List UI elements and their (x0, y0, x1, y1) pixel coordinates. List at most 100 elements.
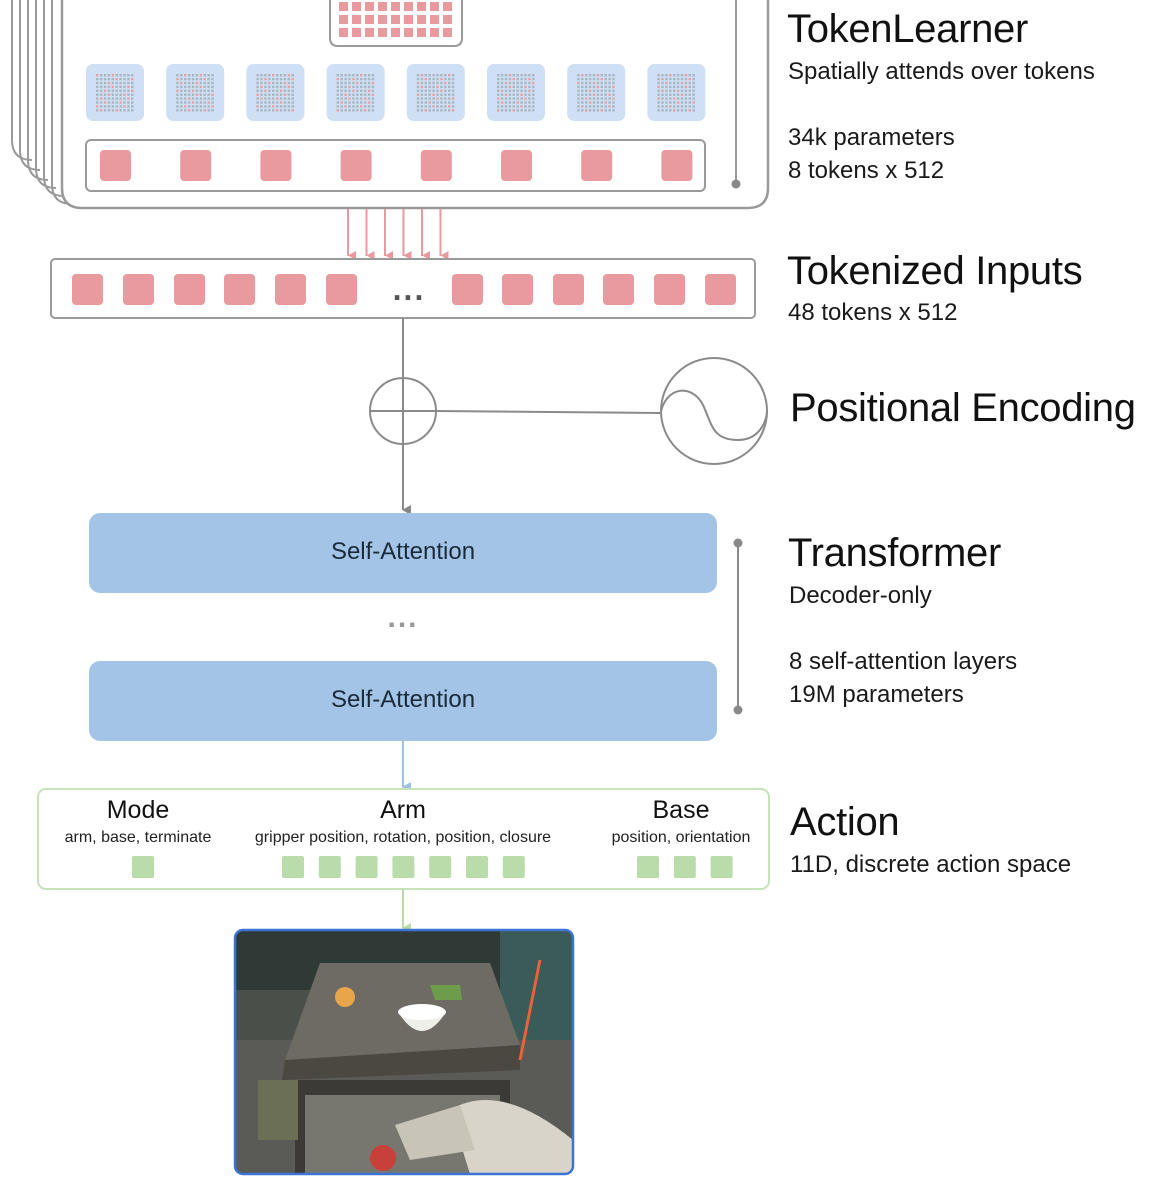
attention-cell (428, 85, 431, 89)
attention-cell (195, 101, 199, 104)
attention-cell (500, 109, 504, 112)
attention-cell (612, 109, 615, 112)
attention-cell (428, 97, 431, 100)
attention-cell (432, 101, 435, 104)
patch-cell (378, 15, 387, 24)
attention-cell (195, 77, 199, 81)
attention-cell (363, 85, 367, 89)
attention-cell (107, 109, 111, 112)
attention-cell (524, 89, 527, 92)
action-token (392, 856, 415, 878)
attention-cell (180, 105, 183, 108)
attention-cell (195, 109, 199, 112)
attention-cell (268, 101, 271, 104)
patch-cell (391, 15, 400, 24)
attention-cell (500, 85, 504, 89)
patch-cell (443, 15, 452, 24)
attention-cell (96, 77, 99, 81)
attention-cell (123, 81, 126, 85)
attention-cell (588, 81, 592, 85)
attention-cell (436, 74, 439, 77)
attention-cell (279, 77, 283, 81)
attention-cell (600, 109, 603, 112)
attention-cell (516, 77, 519, 81)
attention-cell (115, 85, 118, 89)
attention-cell (604, 85, 607, 89)
attention-cell (187, 105, 191, 108)
attention-cell (352, 97, 355, 100)
attention-cell (287, 81, 290, 85)
attention-cell (516, 93, 519, 96)
attention-cell (340, 77, 343, 81)
action-token (673, 856, 696, 878)
attention-cell (596, 81, 600, 85)
attention-cell (211, 97, 214, 100)
attention-cell (444, 74, 447, 77)
attention-cell (500, 101, 504, 104)
attention-cell (528, 81, 531, 85)
attention-cell (180, 81, 183, 85)
attention-cell (123, 77, 126, 81)
input-token (553, 274, 584, 305)
input-token (452, 274, 483, 305)
attention-cell (436, 81, 439, 85)
attention-cell (187, 74, 191, 77)
attention-cell (99, 101, 103, 104)
attention-cell (211, 101, 214, 104)
attention-cell (176, 81, 179, 85)
attention-cell (96, 93, 99, 96)
attention-cell (661, 77, 664, 81)
attention-cell (512, 85, 515, 89)
attention-cell (436, 93, 439, 96)
attention-cell (684, 85, 688, 89)
attention-cell (256, 89, 259, 92)
attention-cell (504, 77, 508, 81)
attention-cell (577, 89, 580, 92)
attention-cell (191, 81, 195, 85)
attention-cell (180, 93, 183, 96)
attention-cell (107, 89, 111, 92)
attention-cell (665, 81, 668, 85)
attention-cell (420, 97, 424, 100)
attention-cell (676, 77, 680, 81)
attention-cell (272, 97, 275, 100)
attention-cell (107, 85, 111, 89)
attention-cell (207, 109, 210, 112)
attention-cell (596, 77, 600, 81)
attention-cell (692, 97, 695, 100)
attention-cell (348, 105, 351, 108)
attention-cell (432, 89, 435, 92)
attention-cell (187, 85, 191, 89)
attention-cell (119, 105, 122, 108)
attention-cell (497, 77, 500, 81)
attention-cell (676, 89, 680, 92)
attention-cell (283, 97, 287, 100)
attention-cell (500, 89, 504, 92)
attention-cell (451, 89, 455, 92)
attention-cell (119, 89, 122, 92)
attention-cell (604, 93, 607, 96)
attention-cell (665, 89, 668, 92)
attention-cell (340, 85, 343, 89)
token-learner-output-box (85, 139, 706, 192)
attention-cell (661, 81, 664, 85)
attention-cell (340, 109, 343, 112)
attention-cell (448, 105, 451, 108)
attention-cell (592, 77, 596, 81)
attention-cell (420, 81, 424, 85)
attention-cell (612, 85, 615, 89)
attention-cell (448, 85, 451, 89)
attention-cell (191, 77, 195, 81)
attention-cell (291, 93, 294, 96)
attention-cell (577, 85, 580, 89)
attention-cell (344, 101, 347, 104)
attention-cell (211, 85, 214, 89)
attention-cell (256, 81, 259, 85)
attention-cell (692, 105, 695, 108)
attention-cell (287, 77, 290, 81)
attention-cell (424, 97, 427, 100)
attention-cell (371, 74, 375, 77)
attention-cell (448, 97, 451, 100)
attention-cell (268, 109, 271, 112)
attention-cell (669, 93, 672, 96)
